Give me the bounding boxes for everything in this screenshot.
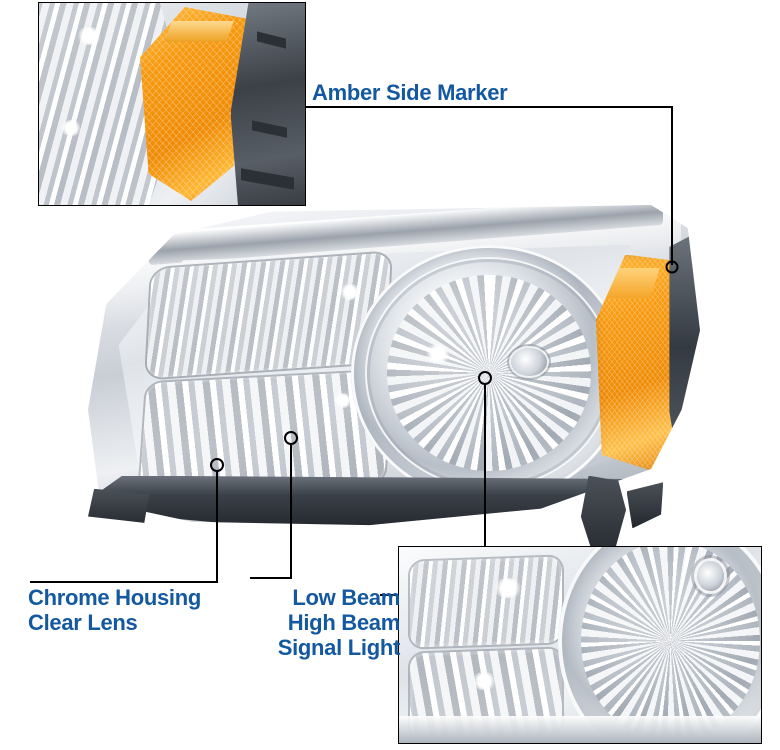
callout-line: Amber Side Marker <box>312 80 508 105</box>
inset-amber-side-marker-closeup <box>38 2 306 206</box>
headlight-lower-housing <box>100 475 629 526</box>
mounting-tab-right-secondary <box>626 482 664 529</box>
specular-highlight <box>338 284 361 301</box>
inset-lens-floor <box>399 715 761 743</box>
specular-highlight <box>60 120 83 137</box>
specular-highlight <box>471 672 498 691</box>
callout-label-beam-functions: Low Beam High Beam Signal Light <box>250 585 401 660</box>
callout-line: Chrome Housing <box>28 585 202 610</box>
inset-projector-bowl-facets <box>580 547 761 742</box>
inset-projector-bowl <box>558 547 761 743</box>
specular-highlight <box>76 27 103 46</box>
projector-bowl-facets <box>386 275 591 472</box>
callout-label-chrome-housing: Chrome Housing Clear Lens <box>28 585 201 635</box>
headlight-assembly-image <box>88 205 700 562</box>
inset-reflector-closeup <box>398 546 762 744</box>
inset-amber-lens <box>140 7 247 201</box>
bulb-socket <box>510 347 547 376</box>
mounting-tab-left <box>88 488 150 523</box>
inset-amber-lens-highlight <box>163 20 234 42</box>
callout-line: Clear Lens <box>28 610 138 635</box>
inset-upper-reflector <box>409 556 562 648</box>
specular-highlight <box>424 343 451 364</box>
projector-bowl <box>351 244 627 502</box>
specular-highlight <box>332 393 353 409</box>
callout-label-amber-side-marker: Amber Side Marker <box>312 80 508 105</box>
inset-bulb-socket <box>697 560 725 591</box>
inset-amber-photo <box>39 3 305 205</box>
callout-line: Signal Light <box>277 635 401 660</box>
callout-line: Low Beam <box>292 585 400 610</box>
specular-highlight <box>493 578 524 599</box>
inset-reflector-photo <box>399 547 761 743</box>
inset-upper-reflector-facets <box>409 556 562 648</box>
callout-line: High Beam <box>287 610 401 635</box>
headlight-right-shell <box>669 231 700 489</box>
